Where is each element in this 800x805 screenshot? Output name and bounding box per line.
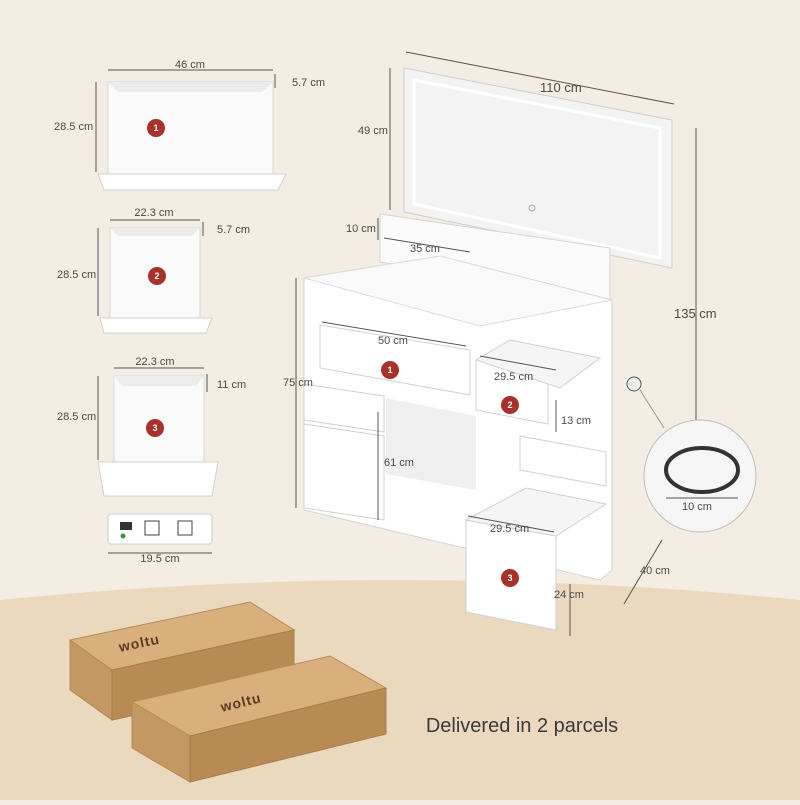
- drawer-3-depth-label: 11 cm: [217, 379, 246, 391]
- desk-drawer-2-height-label: 13 cm: [561, 415, 591, 427]
- dim-line: [623, 539, 663, 605]
- power-outlet-diagram: 19.5 cm: [107, 513, 213, 565]
- dim-line: [405, 51, 675, 105]
- hole-diameter-label: 10 cm: [682, 501, 712, 513]
- mirror-led-strip: [412, 78, 662, 260]
- parcels-illustration: woltu woltu: [68, 601, 388, 783]
- drawer-2-width-label: 22.3 cm: [134, 207, 173, 219]
- indicator-light-icon: [120, 533, 126, 539]
- usb-port-icon: [120, 522, 132, 530]
- desk-drawer-1-badge-number: 1: [387, 365, 392, 375]
- desk-drawer-2-badge: [501, 396, 519, 414]
- drawer-3-width-label: 22.3 cm: [135, 356, 174, 368]
- drawer-1-front: [97, 173, 287, 191]
- touch-button-icon: [528, 204, 536, 212]
- drawer-2-badge: [148, 267, 166, 285]
- drawer-2-rim: [110, 228, 200, 236]
- shelf-height-label: 10 cm: [346, 223, 376, 235]
- hole-detail-zoom: [643, 419, 757, 533]
- mirror-width-label: 110 cm: [540, 80, 582, 95]
- right-drawer-middle: [519, 435, 607, 487]
- drawer-3-badge: [146, 419, 164, 437]
- grommet-ring: [664, 446, 740, 494]
- parcel-2-front: [189, 687, 387, 783]
- left-drawer-bottom: [303, 423, 385, 521]
- dim-line: [321, 321, 467, 347]
- drawer-1-width-label: 46 cm: [175, 59, 205, 71]
- drawer-1-box: [107, 81, 274, 175]
- drawer-1-depth-label: 5.7 cm: [292, 77, 325, 89]
- drawer-3-height-label: 28.5 cm: [57, 411, 96, 423]
- drawer-1-rim: [108, 82, 273, 92]
- desk-drawer-1-badge: [381, 361, 399, 379]
- knee-space: [386, 398, 476, 490]
- delivery-caption: Delivered in 2 parcels: [426, 715, 618, 737]
- outlet-width-label: 19.5 cm: [140, 553, 179, 565]
- desk-height-label: 75 cm: [283, 377, 313, 389]
- drawer-1-badge: [147, 119, 165, 137]
- drawer-1-badge-number: 1: [153, 123, 158, 133]
- drawer-1-height-label: 28.5 cm: [54, 121, 93, 133]
- desk-drawer-2-badge-number: 2: [507, 400, 512, 410]
- desk-drawer-1-width-label: 50 cm: [378, 335, 408, 347]
- drawer-3-box: [113, 375, 205, 463]
- drawer-2-badge-number: 2: [154, 271, 159, 281]
- total-height-label: 135 cm: [674, 306, 717, 321]
- desk-drawer-3-width-label: 29.5 cm: [490, 523, 529, 535]
- desk-drawer-3-badge-number: 3: [507, 573, 512, 583]
- callout-line: [639, 389, 665, 429]
- shelf-width-label: 35 cm: [410, 243, 440, 255]
- desk-drawer-3-badge: [501, 569, 519, 587]
- side-hole: [626, 376, 642, 392]
- drawer-3-diagram: 22.3 cm 11 cm 28.5 cm 3: [57, 356, 246, 497]
- drawer-2-front: [99, 317, 213, 334]
- drawer-3-badge-number: 3: [152, 423, 157, 433]
- drawer-1-diagram: 46 cm 5.7 cm 28.5 cm 1: [54, 59, 325, 191]
- desk-drawer-2-width-label: 29.5 cm: [494, 371, 533, 383]
- left-drawer-middle: [303, 383, 385, 433]
- depth-label: 40 cm: [640, 565, 670, 577]
- dim-line: [467, 515, 555, 533]
- desk-drawer-3-open: [464, 487, 608, 537]
- desk-drawer-3-height-label: 24 cm: [554, 589, 584, 601]
- socket-icon: [144, 520, 160, 536]
- dim-line: [479, 355, 557, 371]
- mirror-height-label: 49 cm: [358, 125, 388, 137]
- vanity-diagram: 110 cm 49 cm 10 cm 35 cm 50 cm 1 29.5 cm…: [283, 51, 757, 636]
- desk-drawer-1: [319, 324, 471, 396]
- drawer-2-depth-label: 5.7 cm: [217, 224, 250, 236]
- dim-line: [383, 237, 471, 253]
- drawer-3-front: [97, 461, 219, 497]
- knee-height-label: 61 cm: [384, 457, 414, 469]
- desk-top: [303, 255, 613, 327]
- drawer-3-rim: [114, 376, 204, 386]
- socket-icon: [177, 520, 193, 536]
- drawer-2-height-label: 28.5 cm: [57, 269, 96, 281]
- drawer-2-diagram: 22.3 cm 5.7 cm 28.5 cm 2: [57, 207, 250, 334]
- desk-drawer-2-open: [474, 339, 602, 389]
